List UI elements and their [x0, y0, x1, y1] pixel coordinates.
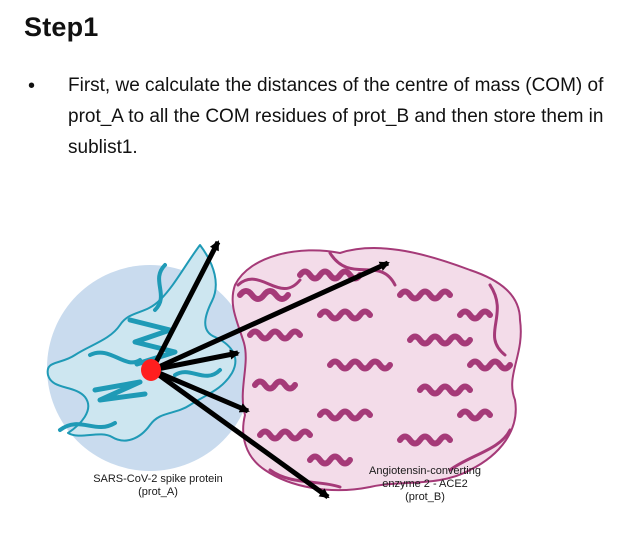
- bullet-symbol: •: [28, 75, 36, 97]
- distance-arrow: [150, 367, 330, 500]
- distance-arrow: [151, 367, 250, 414]
- prot-a-label-line2: (prot_A): [138, 486, 178, 498]
- distance-arrow: [149, 240, 221, 372]
- prot-a-label-line1: SARS-CoV-2 spike protein: [93, 473, 223, 485]
- bullet-text: First, we calculate the distances of the…: [68, 75, 604, 158]
- prot-b-label-line3: (prot_B): [405, 491, 445, 503]
- distance-arrow: [151, 349, 240, 373]
- prot-b-label-line1: Angiotensin-converting: [369, 465, 481, 477]
- distance-arrow: [150, 260, 390, 373]
- prot-a-label: SARS-CoV-2 spike protein (prot_A): [68, 473, 248, 499]
- prot-b-ribbon: [231, 247, 522, 492]
- prot-b-label-line2: enzyme 2 - ACE2: [382, 478, 468, 490]
- distance-arrows: [149, 240, 390, 500]
- prot-b-label: Angiotensin-converting enzyme 2 - ACE2 (…: [350, 465, 500, 504]
- bullet-item: • First, we calculate the distances of t…: [28, 70, 608, 163]
- slide-title: Step1: [24, 12, 99, 42]
- protein-figure: SARS-CoV-2 spike protein (prot_A) Angiot…: [0, 225, 636, 540]
- com-marker: [141, 359, 161, 381]
- protein-illustration: [46, 240, 522, 500]
